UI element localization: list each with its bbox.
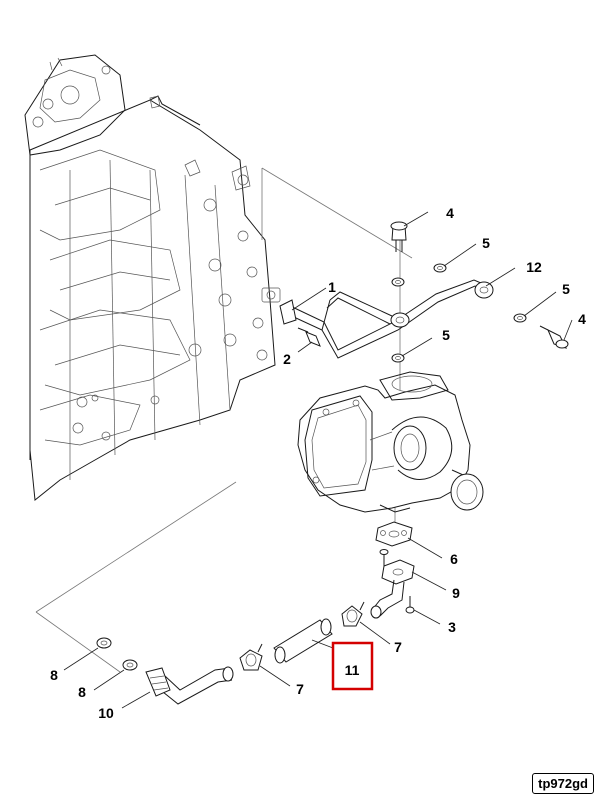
engine-block <box>24 54 281 501</box>
callout-3: 3 <box>448 619 456 635</box>
callout-4-right: 4 <box>578 311 586 327</box>
callout-11: 11 <box>345 662 360 678</box>
callout-12: 12 <box>526 259 542 275</box>
document-code-label: tp972gd <box>532 773 594 794</box>
drain-line-assembly <box>96 521 415 705</box>
callout-4-upper: 4 <box>446 205 454 221</box>
callout-5-right: 5 <box>562 281 570 297</box>
callout-10: 10 <box>98 705 114 721</box>
callout-5-upper: 5 <box>482 235 490 251</box>
callout-1: 1 <box>328 279 336 295</box>
callout-8-lower: 8 <box>78 684 86 700</box>
leader-lines <box>63 211 573 709</box>
callout-5-lower: 5 <box>442 327 450 343</box>
callout-6: 6 <box>450 551 458 567</box>
callout-9: 9 <box>452 585 460 601</box>
callout-8-upper: 8 <box>50 667 58 683</box>
turbocharger <box>297 371 484 513</box>
oil-feed-line <box>279 279 494 359</box>
highlight-box-part-11 <box>331 641 374 691</box>
callout-7-lower: 7 <box>296 681 304 697</box>
callouts: 4 5 12 5 4 1 2 5 6 9 3 7 7 8 8 10 11 <box>50 205 586 721</box>
callout-7-upper: 7 <box>394 639 402 655</box>
hardware <box>297 221 569 363</box>
callout-2: 2 <box>283 351 291 367</box>
